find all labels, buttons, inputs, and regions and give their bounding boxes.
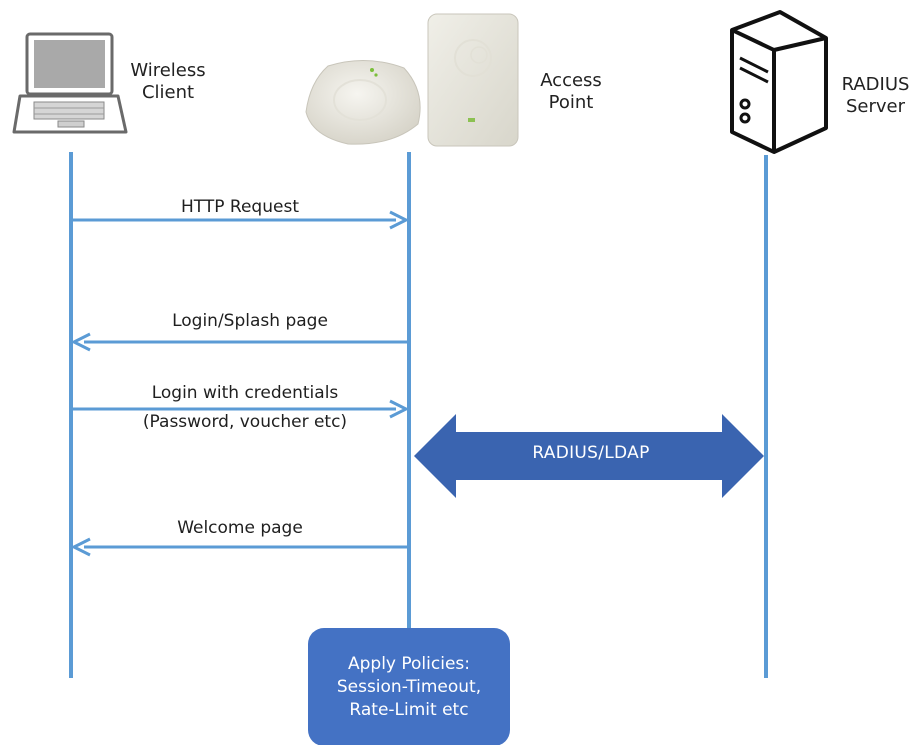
server-label: RADIUS Server <box>832 74 919 118</box>
server-label-line2: Server <box>845 96 906 117</box>
round-access-point-icon <box>305 59 421 145</box>
server-label-line1: RADIUS <box>841 74 910 95</box>
radius-ldap-double-arrow <box>414 414 764 498</box>
policy-line2: Session-Timeout, <box>336 676 482 697</box>
client-label: Wireless Client <box>122 60 214 104</box>
rect-access-point-icon <box>427 13 519 147</box>
login-splash-label: Login/Splash page <box>172 311 328 331</box>
apply-policies-box: Apply Policies: Session-Timeout, Rate-Li… <box>308 628 510 745</box>
client-label-line1: Wireless <box>130 60 206 81</box>
login-credentials-label-line2: (Password, voucher etc) <box>142 412 348 432</box>
access-point-label-line1: Access <box>540 70 602 91</box>
server-icon <box>730 10 828 154</box>
login-credentials-label-line1: Login with credentials <box>151 383 339 403</box>
radius-ldap-label: RADIUS/LDAP <box>532 443 650 463</box>
client-label-line2: Client <box>141 82 195 103</box>
login-splash-arrow <box>70 332 407 352</box>
login-credentials-arrow <box>73 399 410 419</box>
policy-line1: Apply Policies: <box>347 653 470 674</box>
access-point-label-line2: Point <box>548 92 594 113</box>
http-request-label: HTTP Request <box>181 197 299 217</box>
welcome-page-label: Welcome page <box>177 518 303 538</box>
welcome-page-arrow <box>70 537 407 557</box>
policy-line3: Rate-Limit etc <box>349 699 469 720</box>
laptop-icon <box>12 32 128 134</box>
http-request-arrow <box>73 210 410 230</box>
access-point-label: Access Point <box>528 70 614 114</box>
